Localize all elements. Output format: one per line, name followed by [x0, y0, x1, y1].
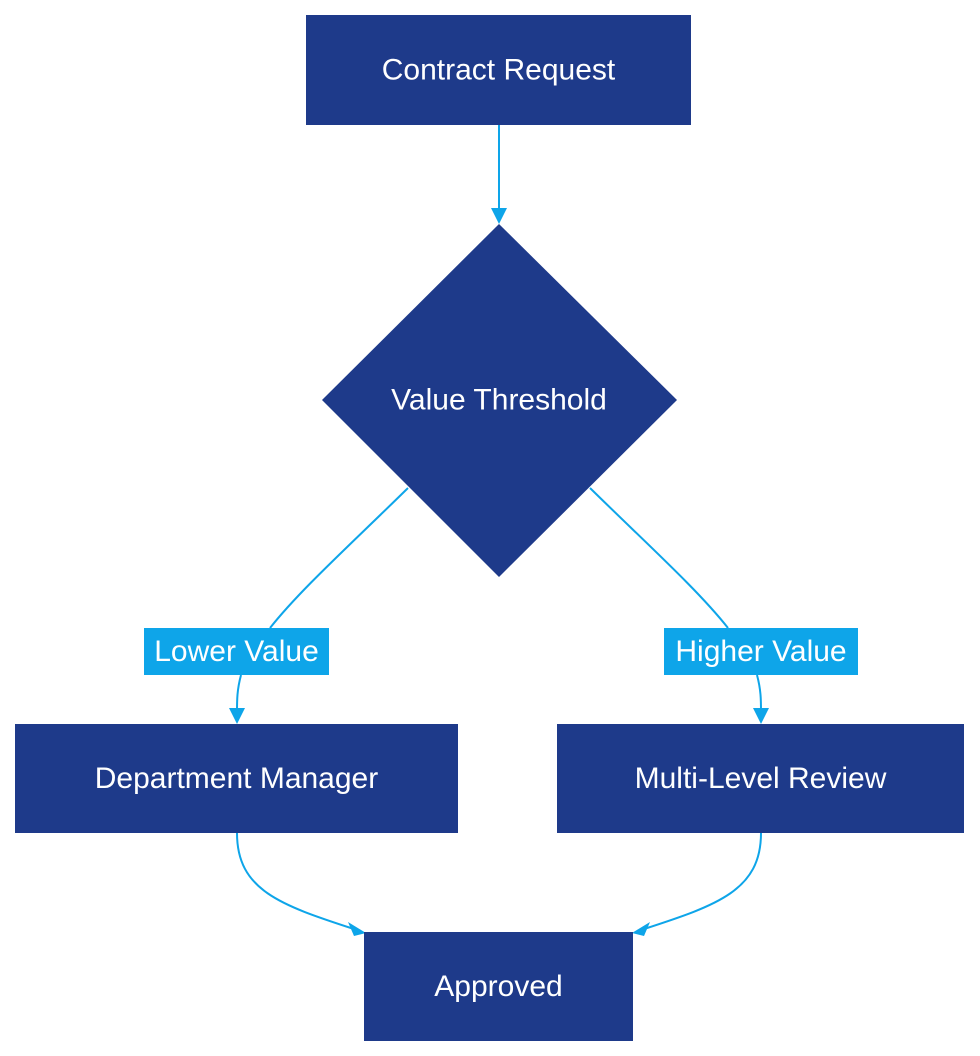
- edge-label-background: [664, 628, 858, 675]
- arrowhead-icon: [753, 708, 769, 724]
- node-department-manager: Department Manager: [15, 724, 458, 833]
- arrowhead-icon: [348, 922, 366, 936]
- edge-line: [236, 832, 355, 930]
- edge-value-threshold-to-department-manager: [229, 487, 409, 724]
- arrowhead-icon: [632, 922, 650, 936]
- node-label: Contract Request: [382, 54, 616, 87]
- node-label: Approved: [434, 970, 562, 1003]
- node-label: Value Threshold: [391, 384, 607, 417]
- edge-line: [643, 832, 762, 930]
- node-multi-level-review: Multi-Level Review: [557, 724, 964, 833]
- edge-line: [236, 487, 409, 713]
- arrowhead-icon: [229, 708, 245, 724]
- edge-value-threshold-to-multi-level-review: [589, 487, 769, 724]
- node-label: Multi-Level Review: [635, 762, 887, 795]
- edge-label-higher-value: Higher Value: [664, 628, 858, 675]
- edge-line: [589, 487, 762, 713]
- edge-label-text: Higher Value: [675, 635, 846, 668]
- edge-label-text: Lower Value: [154, 635, 319, 668]
- node-shape: [364, 932, 633, 1041]
- node-approved: Approved: [364, 932, 633, 1041]
- edge-contract-request-to-value-threshold: [491, 125, 507, 224]
- edges: [229, 125, 769, 936]
- edge-multi-level-review-to-approved: [632, 832, 762, 936]
- edge-label-background: [144, 628, 329, 675]
- node-value-threshold: Value Threshold: [322, 224, 677, 577]
- node-shape: [557, 724, 964, 833]
- arrowhead-icon: [491, 208, 507, 224]
- node-label: Department Manager: [95, 762, 378, 795]
- decision-diamond: [322, 224, 677, 577]
- edge-department-manager-to-approved: [236, 832, 366, 936]
- edge-label-lower-value: Lower Value: [144, 628, 329, 675]
- node-shape: [306, 15, 691, 125]
- node-shape: [15, 724, 458, 833]
- node-contract-request: Contract Request: [306, 15, 691, 125]
